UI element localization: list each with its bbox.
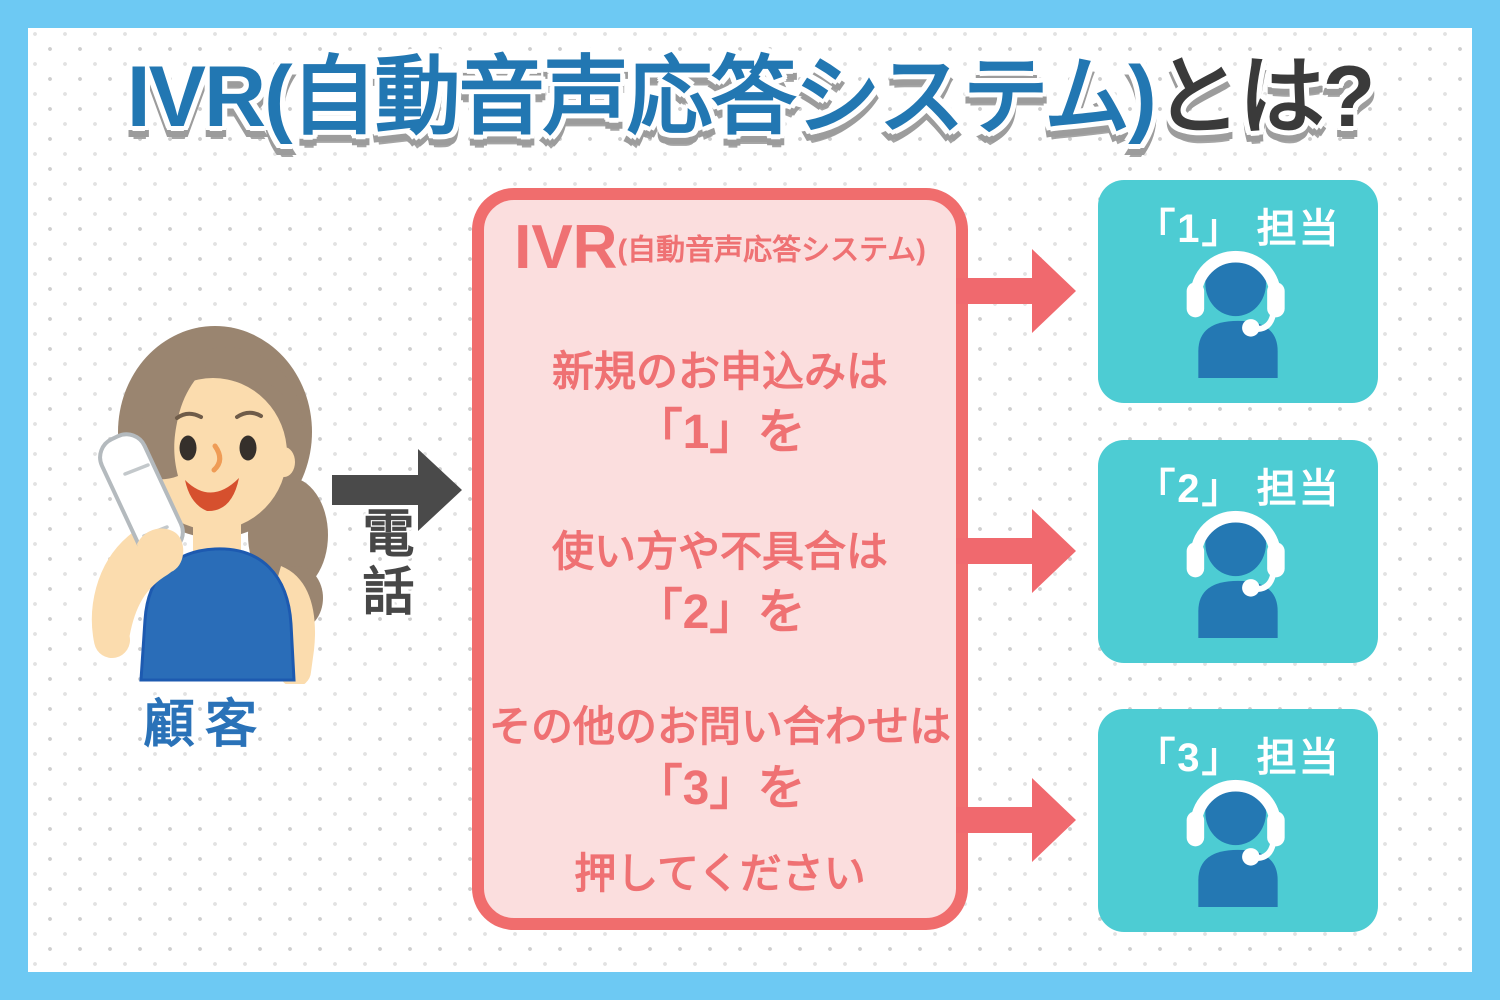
agent-1-label: 「1」 担当 [1135, 207, 1341, 251]
customer-woman-image [91, 326, 328, 688]
bangs [136, 346, 227, 480]
flow-arrow-2-icon [956, 509, 1076, 593]
customer-illustration [85, 320, 345, 688]
ivr-heading-text: IVR [514, 213, 618, 282]
bangs-right [225, 347, 304, 428]
hand [137, 528, 184, 574]
ivr-option-1-key: 「1」を [634, 406, 806, 459]
eye-right [239, 435, 257, 461]
ivr-box-heading: IVR(自動音声応答システム) [484, 212, 956, 283]
ivr-option-3-prompt: その他のお問い合わせは [488, 703, 951, 750]
eyebrow-left [175, 411, 203, 420]
flow-arrow-1-icon [956, 249, 1076, 333]
ivr-footer-text: 押してください [574, 850, 866, 897]
ivr-option-3-key: 「3」を [634, 762, 806, 815]
eye-left [179, 435, 197, 461]
agent-box-3: 「3」 担当 [1098, 709, 1378, 932]
shirt [139, 547, 296, 682]
eyebrow-right [235, 410, 263, 419]
operator-headset-icon [1186, 510, 1285, 638]
agent-box-1: 「1」 担当 [1098, 180, 1378, 403]
nose [211, 443, 223, 473]
page-title: IVR(自動音声応答システム)とは? [28, 50, 1472, 145]
flow-arrow-3-icon [956, 778, 1076, 862]
page-title-highlight: IVR(自動音声応答システム) [126, 49, 1157, 145]
operator-headset-icon [1186, 779, 1285, 907]
phone-arrow-label: 電話 [354, 506, 412, 622]
ivr-option-2-key: 「2」を [634, 586, 806, 639]
ivr-option-1-prompt: 新規のお申込みは [551, 348, 888, 395]
agent-2-label: 「2」 担当 [1135, 467, 1341, 511]
ivr-heading-note: (自動音声応答システム) [617, 234, 926, 267]
page-title-suffix: とは? [1154, 49, 1376, 145]
ivr-menu-box: IVR(自動音声応答システム) 新規のお申込みは 「1」を 使い方や不具合は 「… [472, 188, 968, 930]
agent-box-2: 「2」 担当 [1098, 440, 1378, 663]
ivr-option-2-prompt: 使い方や不具合は [551, 528, 888, 575]
phone-arrow-icon [332, 449, 462, 531]
operator-headset-icon [1186, 250, 1285, 378]
ear [273, 447, 295, 477]
mouth [185, 478, 239, 512]
infographic-canvas: IVR(自動音声応答システム)とは? [28, 28, 1472, 972]
agent-3-label: 「3」 担当 [1135, 736, 1341, 780]
customer-label: 顧客 [142, 696, 267, 754]
